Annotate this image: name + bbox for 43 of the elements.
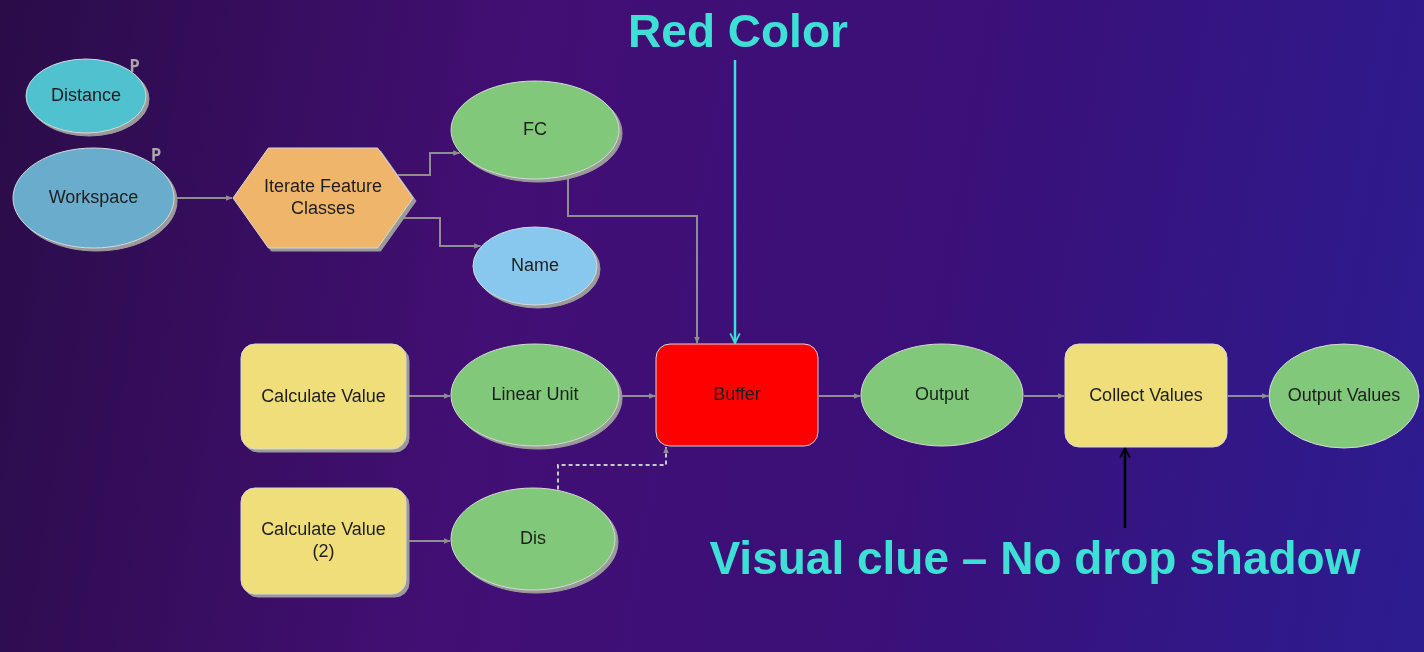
arrow bbox=[406, 538, 452, 544]
node-label: FC bbox=[523, 119, 547, 141]
callout-text: Red Color bbox=[628, 4, 848, 60]
node-label: Name bbox=[511, 255, 559, 277]
ellipse-node bbox=[450, 487, 616, 591]
ellipse-node bbox=[472, 226, 598, 306]
arrow bbox=[557, 446, 669, 491]
process-box bbox=[655, 343, 819, 447]
arrow bbox=[619, 393, 656, 399]
parameter-mark: P bbox=[150, 145, 162, 165]
arrow bbox=[396, 150, 461, 176]
node-label: Output Values bbox=[1287, 385, 1401, 407]
node-label: Calculate Value (2) bbox=[260, 519, 387, 563]
callout-text: Visual clue – No drop shadow bbox=[709, 531, 1361, 587]
node-label: Dis bbox=[520, 528, 546, 550]
arrow bbox=[1227, 393, 1269, 399]
arrow bbox=[1119, 447, 1131, 528]
ellipse-node bbox=[450, 343, 620, 447]
ellipse-node bbox=[25, 58, 147, 134]
process-box bbox=[1064, 343, 1228, 448]
arrow bbox=[406, 393, 451, 399]
arrow bbox=[818, 393, 861, 399]
arrow bbox=[567, 175, 700, 344]
arrow bbox=[174, 195, 233, 201]
node-label: Distance bbox=[51, 85, 121, 107]
hexagon-node bbox=[232, 147, 414, 249]
node-label: Output bbox=[914, 384, 969, 406]
process-box bbox=[240, 487, 407, 595]
node-label: Linear Unit bbox=[491, 384, 579, 406]
process-box bbox=[240, 343, 407, 450]
node-label: Buffer bbox=[713, 384, 761, 406]
ellipse-node bbox=[12, 147, 175, 249]
node-label: Collect Values bbox=[1089, 384, 1203, 407]
ellipse-node bbox=[450, 80, 620, 180]
node-label: Iterate Feature Classes bbox=[262, 176, 384, 220]
parameter-mark: P bbox=[129, 56, 140, 76]
node-label: Calculate Value bbox=[261, 385, 386, 408]
arrow bbox=[729, 60, 741, 344]
ellipse-node bbox=[860, 343, 1024, 447]
node-label: Workspace bbox=[48, 187, 139, 209]
arrow bbox=[1023, 393, 1065, 399]
ellipse-node bbox=[1268, 343, 1420, 449]
arrow bbox=[398, 217, 482, 249]
